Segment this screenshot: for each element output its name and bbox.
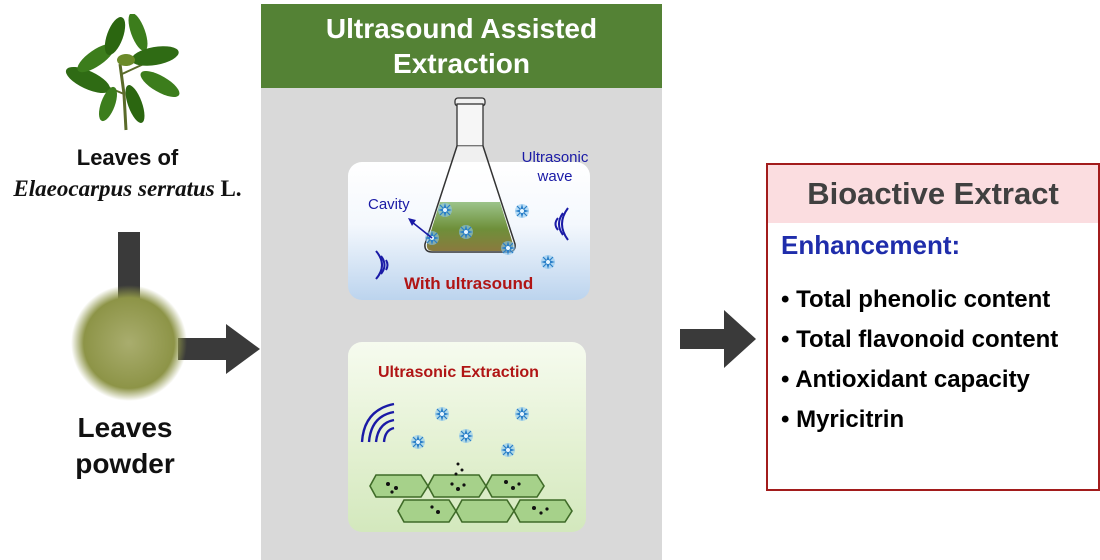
ultrasonic-wave-label-line2: wave xyxy=(537,168,573,185)
uae-title-line2: Extraction xyxy=(393,48,530,79)
species-name: Elaeocarpus serratus xyxy=(13,176,215,201)
cavitation-bubble-icon xyxy=(408,202,556,270)
plant-cell-icon xyxy=(369,462,573,523)
powder-label: Leaves powder xyxy=(60,410,190,482)
list-item: • Total phenolic content xyxy=(781,286,1051,313)
powder-label-line1: Leaves xyxy=(77,412,173,443)
cavitation-bubble-icon xyxy=(410,406,530,458)
leaves-label: Leaves of Elaeocarpus serratus L. xyxy=(0,142,255,204)
ultrasonic-extraction-caption: Ultrasonic Extraction xyxy=(378,364,539,381)
sound-wave-icon xyxy=(360,402,395,443)
list-item: • Total flavonoid content xyxy=(781,326,1059,353)
powder-icon xyxy=(71,285,187,401)
ultrasonic-wave-label: Ultrasonic wave xyxy=(510,148,600,186)
uae-title-line1: Ultrasound Assisted xyxy=(325,13,598,44)
ultrasonic-wave-label-line1: Ultrasonic xyxy=(521,149,589,166)
list-item: • Myricitrin xyxy=(781,406,905,433)
sound-wave-icon xyxy=(375,250,389,280)
species-author: L. xyxy=(214,176,242,201)
uae-title: Ultrasound Assisted Extraction xyxy=(261,4,662,88)
sound-wave-icon xyxy=(554,207,569,241)
enhancement-heading: Enhancement: xyxy=(781,230,961,260)
plant-icon xyxy=(65,14,180,131)
bioactive-extract-title: Bioactive Extract xyxy=(768,165,1098,223)
arrow-icon xyxy=(680,310,756,368)
with-ultrasound-caption: With ultrasound xyxy=(404,274,534,293)
powder-label-line2: powder xyxy=(75,448,175,479)
list-item: • Antioxidant capacity xyxy=(781,366,1030,393)
cavity-label: Cavity xyxy=(368,196,410,213)
leaves-label-line1: Leaves of xyxy=(76,145,179,170)
